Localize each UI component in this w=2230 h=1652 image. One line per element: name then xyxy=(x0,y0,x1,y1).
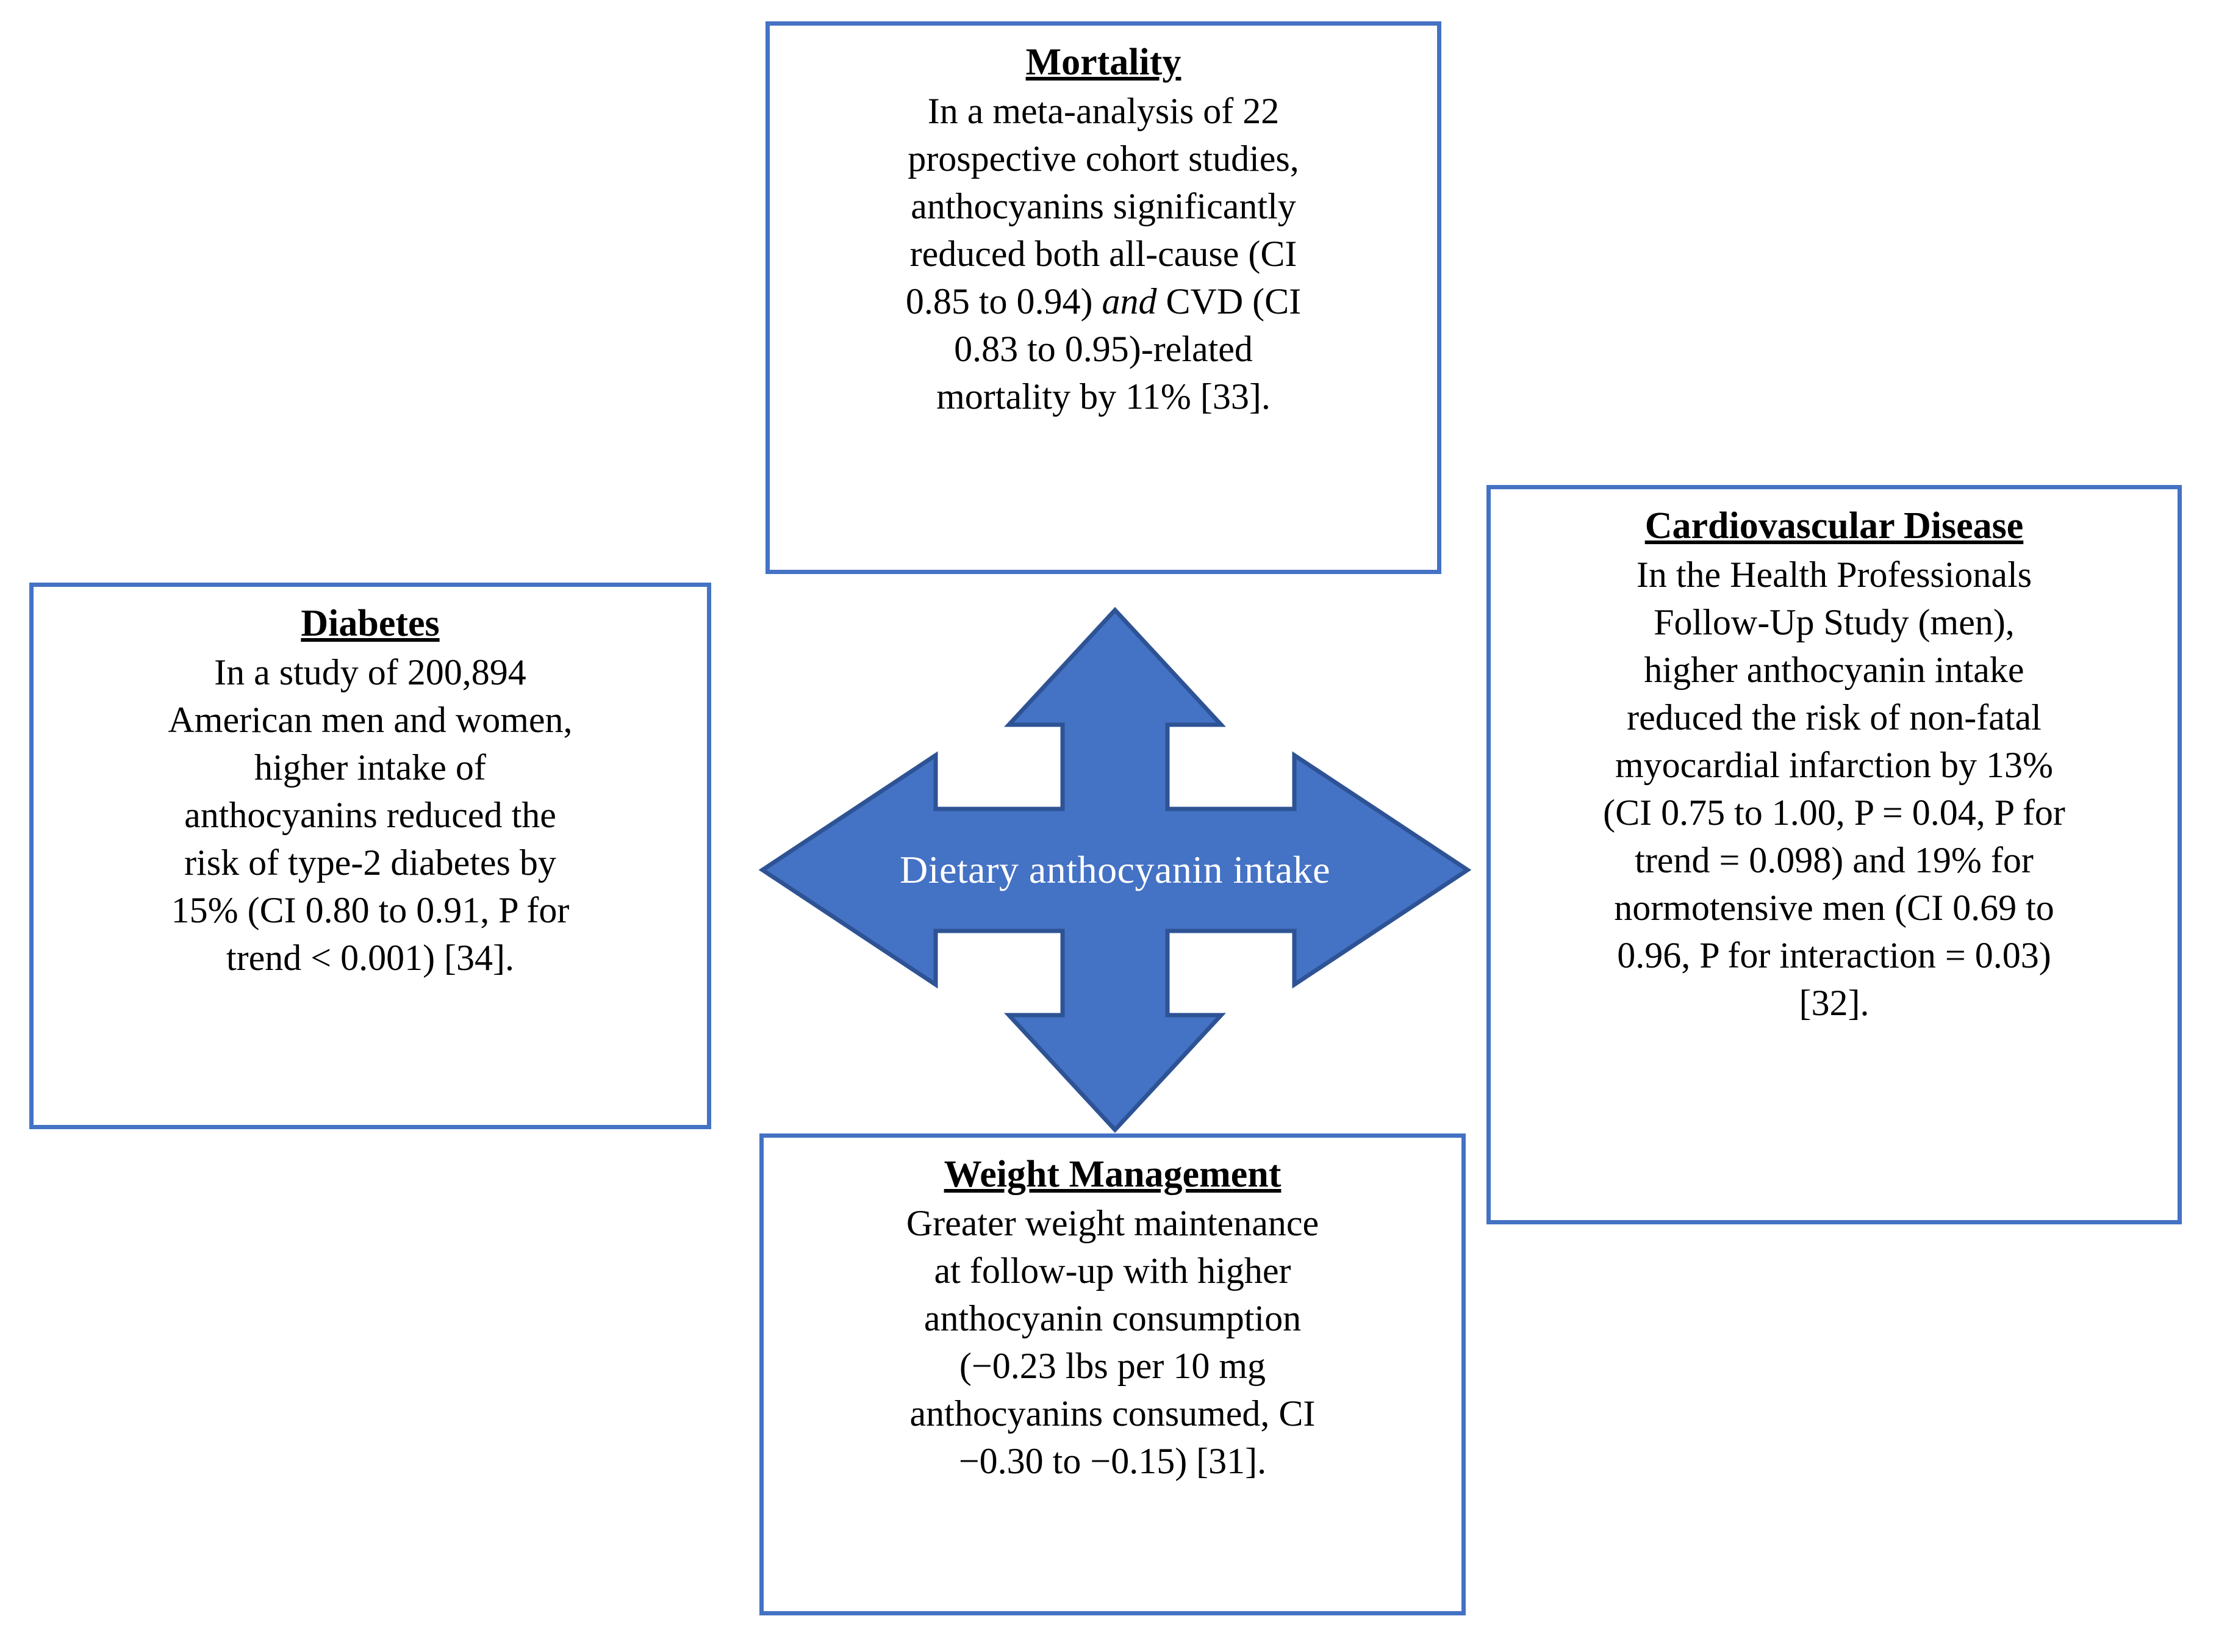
mortality-line-2: prospective cohort studies, xyxy=(908,138,1299,179)
node-title-diabetes: Diabetes xyxy=(301,603,440,644)
node-box-mortality: Mortality In a meta-analysis of 22 prosp… xyxy=(765,21,1441,574)
node-body-diabetes: In a study of 200,894 American men and w… xyxy=(168,652,573,978)
mortality-line-7: mortality by 11% [33]. xyxy=(936,376,1271,417)
node-box-diabetes: Diabetes In a study of 200,894 American … xyxy=(29,583,711,1129)
mortality-line-5: 0.85 to 0.94) and CVD (CI xyxy=(906,281,1301,321)
node-body-weight-management: Greater weight maintenance at follow-up … xyxy=(906,1202,1319,1481)
mortality-line-6: 0.83 to 0.95)-related xyxy=(954,328,1253,369)
node-title-cardiovascular-disease: Cardiovascular Disease xyxy=(1644,505,2024,547)
node-title-mortality: Mortality xyxy=(1025,41,1181,83)
mortality-line-5-part-a: 0.85 to 0.94) xyxy=(905,281,1102,321)
mortality-line-3: anthocyanins significantly xyxy=(911,185,1296,226)
mortality-line-4: reduced both all-cause (CI xyxy=(909,233,1297,274)
node-body-mortality: In a meta-analysis of 22 prospective coh… xyxy=(906,87,1301,420)
node-title-weight-management: Weight Management xyxy=(944,1154,1282,1195)
node-body-cardiovascular-disease: In the Health Professionals Follow-Up St… xyxy=(1603,554,2065,1023)
mortality-line-5-part-b: CVD (CI xyxy=(1156,281,1302,321)
mortality-line-1: In a meta-analysis of 22 xyxy=(927,90,1280,131)
node-box-weight-management: Weight Management Greater weight mainten… xyxy=(759,1133,1466,1615)
mortality-line-5-italic-and: and xyxy=(1102,281,1157,321)
four-way-arrow-icon xyxy=(758,606,1472,1133)
center-node-four-way-arrow: Dietary anthocyanin intake xyxy=(758,605,1472,1135)
node-box-cardiovascular-disease: Cardiovascular Disease In the Health Pro… xyxy=(1486,485,2182,1224)
